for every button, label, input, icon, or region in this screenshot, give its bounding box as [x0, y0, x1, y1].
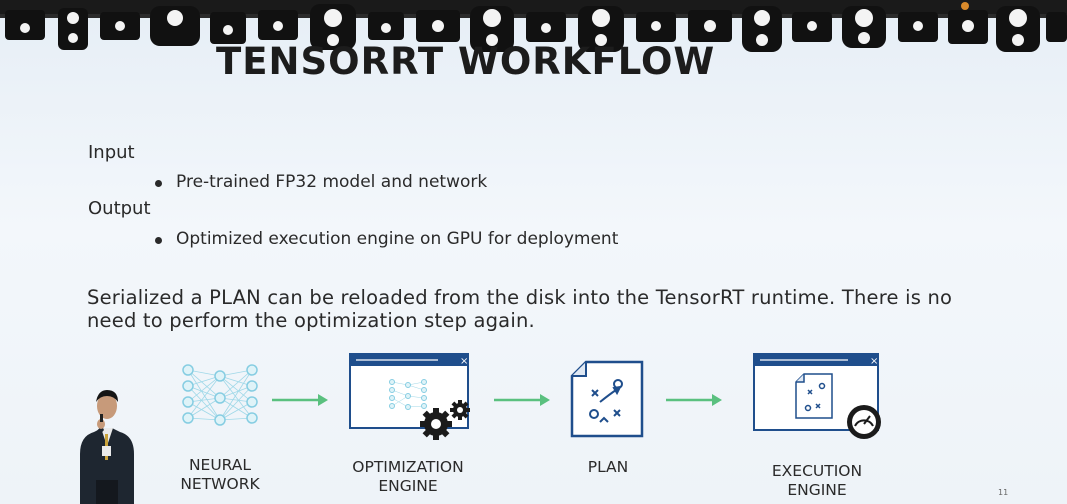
- presenter: [80, 390, 134, 504]
- step-label-execution-engine: EXECUTION ENGINE: [752, 462, 882, 500]
- step-label-line: NETWORK: [180, 475, 260, 493]
- plan-document-icon: [795, 373, 833, 419]
- input-bullet: Pre-trained FP32 model and network: [176, 172, 488, 192]
- step-label-line: EXECUTION: [771, 462, 863, 480]
- flow-arrow: [494, 394, 550, 406]
- step-label-line: OPTIMIZATION: [352, 458, 464, 476]
- slide-title: TENSORRT WORKFLOW: [216, 40, 716, 83]
- gear-icon: [420, 400, 470, 440]
- output-label: Output: [88, 198, 151, 219]
- execution-engine-icon: ×: [753, 353, 881, 439]
- plan-paragraph-line-2: need to perform the optimization step ag…: [87, 309, 535, 332]
- mini-network: [389, 379, 427, 410]
- input-label: Input: [88, 142, 135, 163]
- step-label-plan: PLAN: [558, 458, 658, 477]
- page-number: 11: [998, 488, 1009, 497]
- step-label-line: NEURAL: [188, 456, 252, 474]
- bullet-dot: [155, 180, 162, 187]
- optimization-engine-icon: ×: [349, 353, 470, 440]
- step-label-line: ENGINE: [378, 477, 438, 495]
- output-bullet: Optimized execution engine on GPU for de…: [176, 229, 619, 249]
- neural-network-icon: [182, 364, 258, 426]
- step-label-optimization-engine: OPTIMIZATION ENGINE: [338, 458, 478, 496]
- step-label-line: PLAN: [587, 458, 629, 476]
- flow-arrow: [272, 394, 328, 406]
- step-label-line: ENGINE: [787, 481, 847, 499]
- svg-text:×: ×: [870, 356, 878, 367]
- plan-paragraph-line-1: Serialized a PLAN can be reloaded from t…: [87, 286, 953, 309]
- bullet-dot: [155, 237, 162, 244]
- flow-arrow: [666, 394, 722, 406]
- plan-document-icon: [570, 360, 644, 438]
- step-label-neural-network: NEURAL NETWORK: [170, 456, 270, 494]
- svg-text:×: ×: [460, 356, 468, 367]
- gauge-icon: [847, 405, 881, 439]
- stage-lights: [0, 0, 1067, 52]
